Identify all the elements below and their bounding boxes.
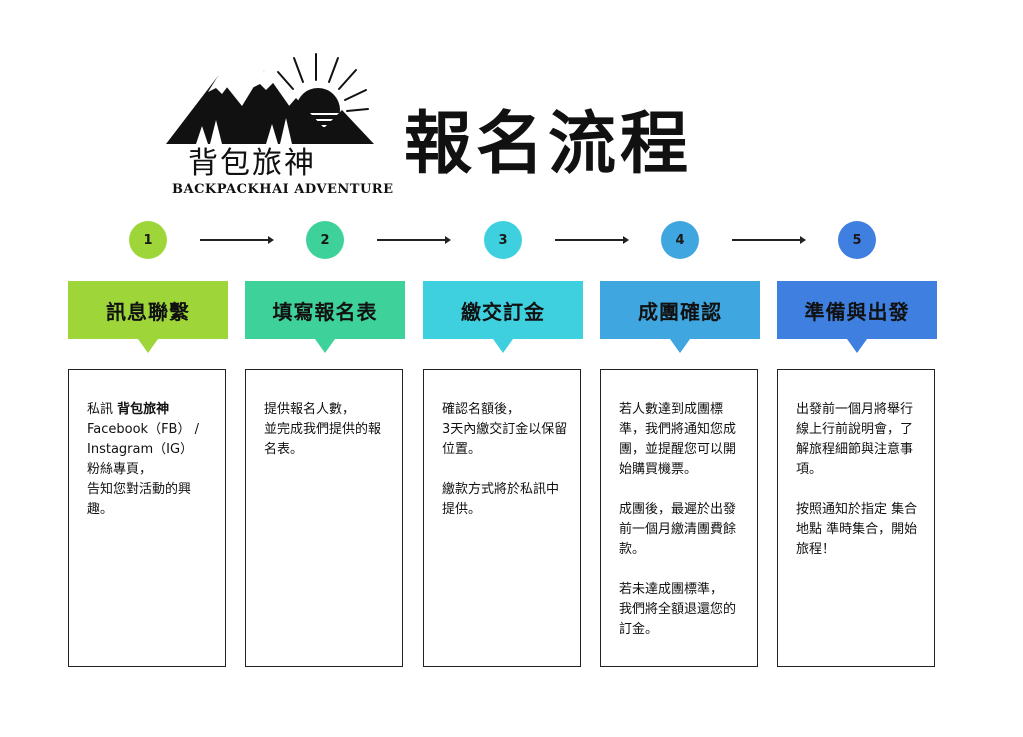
banner-pointer (670, 339, 690, 353)
step-5-paragraph: 按照通知於指定 集合地點 準時集合，開始旅程！ (796, 502, 918, 557)
step-1-paragraph: 私訊 背包旅神 Facebook（FB） / Instagram（IG） 粉絲專… (87, 400, 215, 520)
arrow-2-to-3 (377, 236, 451, 244)
step-3-banner: 繳交訂金 (423, 281, 583, 353)
step-4-banner: 成團確認 (600, 281, 760, 353)
logo-chinese-name: 背包旅神 (188, 146, 316, 181)
step-3-label: 繳交訂金 (461, 299, 545, 324)
step-4-paragraph: 若人數達到成團標準，我們將通知您成團，並提醒您可以開始購買機票。 (619, 402, 737, 477)
step-1-label: 訊息聯繫 (106, 299, 190, 324)
step-5-description: 出發前一個月將舉行線上行前說明會，了解旅程細節與注意事項。 按照通知於指定 集合… (777, 369, 935, 667)
step-1-banner: 訊息聯繫 (68, 281, 228, 353)
brand-logo: 背包旅神 BACKPACKHAI ADVENTURE (146, 48, 393, 200)
step-3-paragraph: 繳款方式將於私訊中提供。 (442, 482, 560, 517)
step-2-description: 提供報名人數， 並完成我們提供的報名表。 (245, 369, 403, 667)
step-5-label: 準備與出發 (804, 299, 910, 324)
step-4-paragraph: 若未達成團標準， 我們將全額退還您的訂金。 (619, 582, 737, 637)
step-3-paragraph: 確認名額後， 3天內繳交訂金以保留位置。 (442, 402, 568, 457)
description-text: 私訊 (87, 402, 118, 417)
step-4-paragraph: 成團後，最遲於出發前一個月繳清團費餘款。 (619, 502, 737, 557)
step-3-circle: 3 (484, 221, 522, 259)
banner-pointer (847, 339, 867, 353)
arrow-4-to-5 (732, 236, 806, 244)
step-2-paragraph: 提供報名人數， 並完成我們提供的報名表。 (264, 402, 382, 457)
brand-name-bold: 背包旅神 (117, 402, 170, 417)
step-1-description: 私訊 背包旅神 Facebook（FB） / Instagram（IG） 粉絲專… (68, 369, 226, 667)
arrow-1-to-2 (200, 236, 274, 244)
step-4-label: 成團確認 (638, 299, 722, 324)
step-3-description: 確認名額後， 3天內繳交訂金以保留位置。 繳款方式將於私訊中提供。 (423, 369, 581, 667)
description-text: Facebook（FB） / Instagram（IG） 粉絲專頁， 告知您對活… (87, 422, 199, 517)
arrow-3-to-4 (555, 236, 629, 244)
logo-english-name: BACKPACKHAI ADVENTURE (172, 182, 394, 197)
banner-pointer (138, 339, 158, 353)
step-1-circle: 1 (129, 221, 167, 259)
page-title: 報名流程 (404, 105, 693, 184)
step-5-circle: 5 (838, 221, 876, 259)
step-5-paragraph: 出發前一個月將舉行線上行前說明會，了解旅程細節與注意事項。 (796, 402, 914, 477)
step-4-circle: 4 (661, 221, 699, 259)
banner-pointer (315, 339, 335, 353)
step-2-banner: 填寫報名表 (245, 281, 405, 353)
step-5-banner: 準備與出發 (777, 281, 937, 353)
banner-pointer (493, 339, 513, 353)
mountain-sun-icon (166, 53, 374, 144)
step-4-description: 若人數達到成團標準，我們將通知您成團，並提醒您可以開始購買機票。 成團後，最遲於… (600, 369, 758, 667)
step-2-circle: 2 (306, 221, 344, 259)
step-2-label: 填寫報名表 (272, 299, 378, 324)
